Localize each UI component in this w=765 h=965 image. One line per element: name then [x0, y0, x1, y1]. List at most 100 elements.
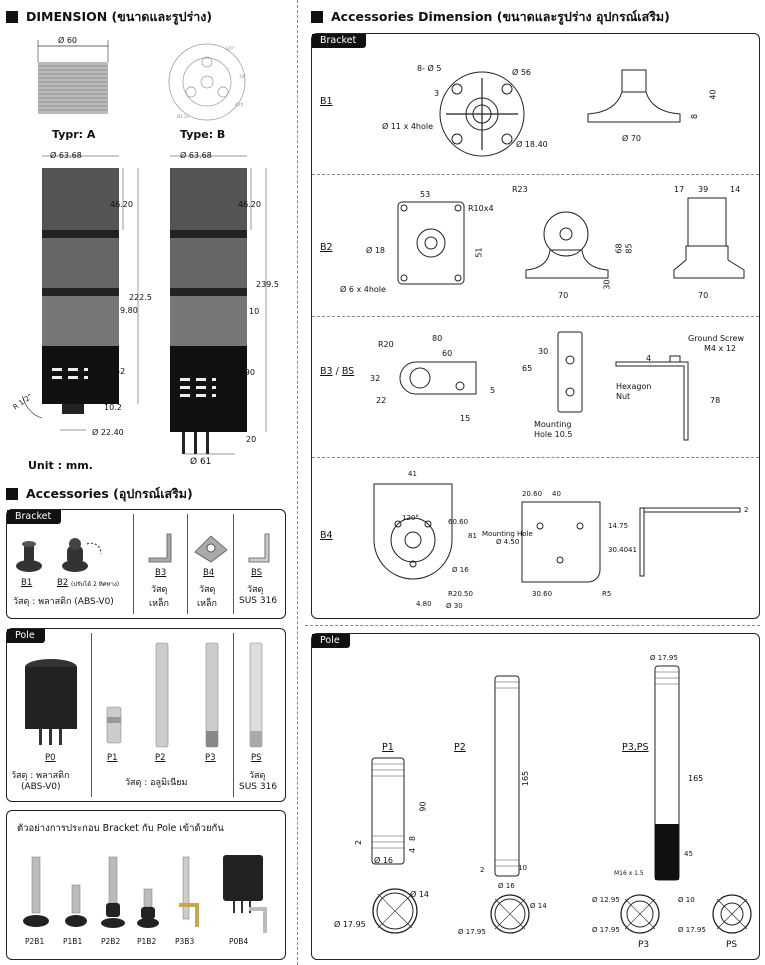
b4-r5: R5 [602, 590, 612, 598]
b3-profile-view [615, 355, 689, 441]
b4-h1475: 14.75 [608, 522, 629, 530]
b4-w3060: 30.60 [532, 590, 553, 598]
p3-top-dia: Ø 17.95 [650, 654, 678, 662]
b4-mhole: Mounting Hole [482, 530, 533, 538]
p1-h90: 90 [418, 801, 428, 812]
b3-steel: เหล็ก [149, 599, 169, 609]
example-panel: ตัวอย่างการประกอบ Bracket กับ Pole เข้าด… [6, 810, 286, 960]
b2-side-view [673, 197, 745, 279]
p1-photo [106, 706, 122, 744]
p0-photo [25, 659, 77, 745]
tower-type-b [170, 155, 267, 455]
ps-section [712, 894, 752, 934]
dim-a-224: Ø 22.40 [92, 428, 124, 437]
b3-h65: 65 [522, 364, 533, 373]
heading-square-icon [6, 488, 18, 500]
p1-drawing [371, 757, 405, 865]
p2-h2: 2 [480, 866, 485, 874]
p3-photo [205, 642, 219, 748]
b3-label: B3 [155, 568, 167, 578]
pole-dimension-panel: Pole P1 90 8 4 2 Ø 16 Ø 14 Ø 17.95 P2 16… [311, 633, 760, 960]
p0-material: วัสดุ : พลาสติก [11, 771, 70, 781]
row-divider [312, 457, 759, 458]
p2-h165: 165 [521, 770, 531, 787]
bs-label: BS [251, 568, 263, 578]
bracket-separator [133, 514, 134, 614]
b4-w41: 41 [408, 470, 417, 478]
example-label-6: P0B4 [229, 937, 249, 946]
b3-n4: 4 [646, 354, 652, 363]
unit-label: Unit : mm. [28, 459, 93, 472]
type-a-top-drawing [37, 40, 109, 114]
p2-label: P2 [155, 753, 166, 763]
b1-d18: Ø 18.40 [516, 140, 548, 149]
p2-d14: Ø 14 [530, 902, 547, 910]
bracket-dim-tag: Bracket [312, 34, 367, 48]
b2-d18: Ø 18 [366, 246, 386, 255]
b2-w39: 39 [698, 185, 709, 194]
b2-h51: 51 [474, 247, 484, 258]
example-p2b2 [101, 856, 125, 928]
p1-dim-label: P1 [382, 742, 394, 753]
p3-h45: 45 [684, 850, 693, 858]
heading-square-icon [311, 11, 323, 23]
p2-d1795: Ø 17.95 [458, 928, 486, 936]
example-label-3: P2B2 [101, 937, 121, 946]
b1-photo [16, 541, 42, 572]
dim-a-222: 222.5 [129, 293, 152, 302]
dim-b-7090: 70.90 [232, 368, 255, 377]
b2-d6: Ø 6 x 4hole [340, 285, 386, 294]
b2-h68: 68 [614, 243, 624, 254]
ps-sus: SUS 316 [239, 782, 278, 792]
example-p1b1 [65, 884, 87, 927]
b4-steel: เหล็ก [197, 599, 217, 609]
ps-label: PS [251, 753, 262, 763]
b4-top-view [373, 483, 453, 580]
b4-r20: R20.50 [448, 590, 473, 598]
b3-top-view [399, 361, 477, 395]
p3-label: P3 [205, 753, 216, 763]
p0-material-2: (ABS-V0) [21, 782, 61, 792]
dimension-title: DIMENSION (ขนาดและรูปร่าง) [26, 9, 213, 24]
b3-photo [148, 533, 172, 563]
b2-w14: 14 [730, 185, 741, 194]
b4-d450: Ø 4.50 [496, 538, 520, 546]
b4-dim-label: B4 [320, 530, 333, 541]
b3-h32: 32 [370, 374, 381, 383]
p0-label: P0 [45, 753, 56, 763]
b4-h3040: 30.40 [608, 546, 629, 554]
ps-d10: Ø 10 [678, 896, 695, 904]
dim-a-46: 46.20 [110, 200, 133, 209]
b1-side-view [587, 69, 681, 123]
pole-panel: Pole P0 P1 P2 P3 PS วัสดุ : พลาสติก (ABS… [6, 628, 286, 802]
b2-w17: 17 [674, 185, 685, 194]
b4-profile-view [639, 507, 741, 577]
dim-dia-60: Ø 60 [58, 36, 78, 45]
type-b-top-drawing: 120° 30° Ø4.20 Ø20 [168, 43, 246, 121]
b2-w70a: 70 [558, 291, 569, 300]
b1-d56: Ø 56 [512, 68, 532, 77]
bs-sus: SUS 316 [239, 596, 278, 606]
row-divider [312, 174, 759, 175]
b2-photo [62, 538, 102, 572]
b4-photo [194, 535, 228, 563]
tower-type-a [21, 155, 139, 431]
b2-label: B2 [57, 578, 69, 588]
b2-w70b: 70 [698, 291, 709, 300]
dimension-heading: DIMENSION (ขนาดและรูปร่าง) [6, 7, 212, 27]
p2-section [490, 894, 530, 934]
b4-material: วัสดุ [199, 585, 216, 595]
example-p1b2 [137, 888, 159, 928]
ps-d1795: Ø 17.95 [678, 926, 706, 934]
b3-ground: Ground Screw [688, 334, 745, 343]
b4-d480: 4.80 [416, 600, 432, 608]
p3-d1295: Ø 12.95 [592, 896, 620, 904]
b3-d22: 22 [376, 396, 387, 405]
b3-w60: 60 [442, 349, 453, 358]
b4-d16: Ø 16 [452, 566, 469, 574]
b3-label-text: B3 [320, 366, 333, 377]
dim-a-102: 10.2 [104, 403, 122, 412]
bracket-separator [233, 514, 234, 614]
b4-h41: 41 [628, 546, 637, 554]
p3-thread: M16 x 1.5 [614, 870, 644, 877]
